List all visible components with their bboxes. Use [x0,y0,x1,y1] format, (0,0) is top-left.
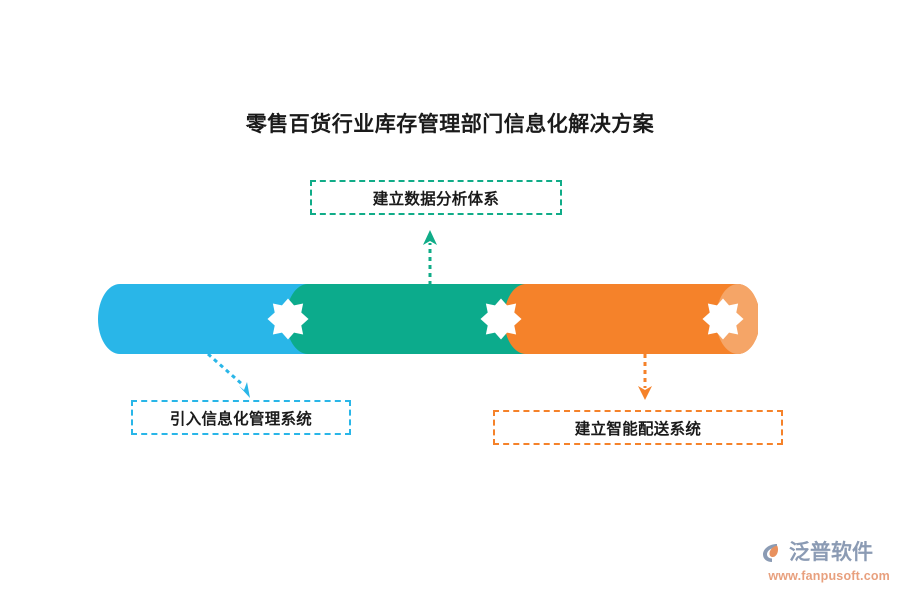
cylinder-svg [98,284,758,354]
fanpu-swoosh-icon [763,544,778,562]
arrowhead-down-right-icon [239,382,250,398]
arrowhead-up-icon [423,230,437,245]
callout-label: 引入信息化管理系统 [169,410,313,428]
cylinder-segment-orange[interactable] [504,284,758,354]
logo-row: 泛普软件 [760,538,890,568]
logo-name: 泛普软件 [789,541,873,564]
connector-right-orange [638,354,652,400]
eight-point-star-icon [702,298,744,340]
cylinder-segment-green[interactable] [286,284,528,354]
connector-top-green [423,230,437,285]
logo-url: www.fanpusoft.com [768,569,890,583]
callout-label: 建立智能配送系统 [574,420,702,438]
brand-logo: 泛普软件 www.fanpusoft.com [760,538,890,590]
arrowhead-down-icon [638,386,652,400]
page-title: 零售百货行业库存管理部门信息化解决方案 [245,113,655,136]
callout-box-delivery-system[interactable]: 建立智能配送系统 [493,410,783,445]
callout-box-management-system[interactable]: 引入信息化管理系统 [131,400,351,435]
connector-line [207,352,244,387]
cylinder-graphic [98,284,758,354]
eight-point-star-icon [267,298,309,340]
callout-box-data-analysis[interactable]: 建立数据分析体系 [310,180,562,215]
connector-left-blue [207,352,250,398]
eight-point-star-icon [480,298,522,340]
callout-label: 建立数据分析体系 [372,190,500,208]
